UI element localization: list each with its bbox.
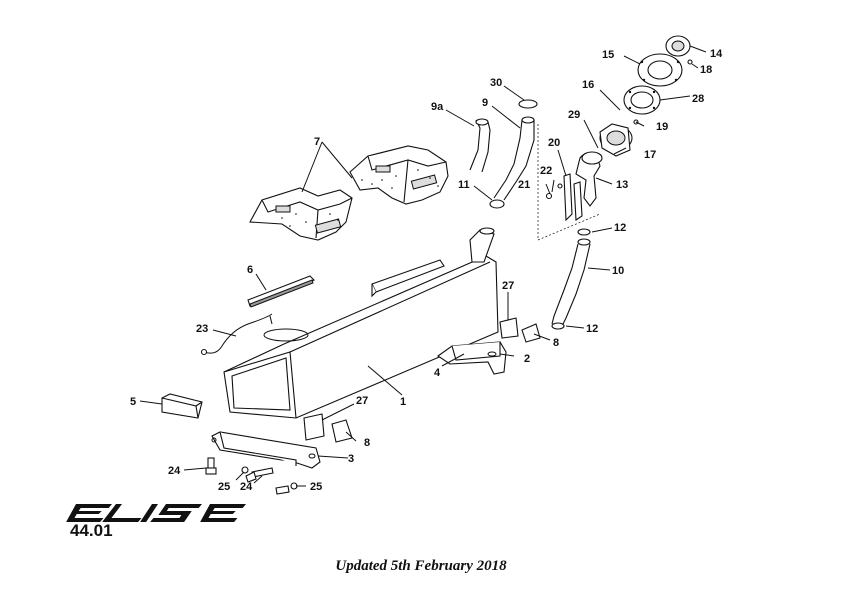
callout-3: 3 [348,453,354,465]
callout-1: 1 [400,396,406,408]
callout-27-front: 27 [356,395,368,407]
page-reference: 44.01 [70,521,113,540]
callout-7: 7 [314,136,320,148]
callout-27-rear: 27 [502,280,514,292]
callout-29: 29 [568,109,580,121]
part-3-front-bracket [211,431,321,469]
elise-logo [66,504,246,522]
callout-6: 6 [247,264,253,276]
callout-30: 30 [490,77,502,89]
callout-labels: 1 2 3 4 5 6 7 8 8 9 9a 10 11 12 12 13 14… [130,48,723,493]
callout-19: 19 [656,121,668,133]
callout-12-upper: 12 [614,222,626,234]
part-5-pad [161,393,203,419]
callout-5: 5 [130,396,136,408]
part-7-foam-blocks [249,145,449,241]
callout-23: 23 [196,323,208,335]
part-23-wire [200,313,273,356]
part-13-20-21-22-filler-neck [537,124,603,241]
callout-25-left: 25 [218,481,230,493]
callout-22: 22 [540,165,552,177]
callout-20: 20 [548,137,560,149]
part-6-strip [247,275,315,308]
callout-18: 18 [700,64,712,76]
callout-9a: 9a [431,101,444,113]
callout-11: 11 [458,179,470,191]
updated-date: Updated 5th February 2018 [335,558,507,574]
part-2-4-tank-support [437,341,507,375]
callout-28: 28 [692,93,704,105]
part-8-27-pads [303,317,541,443]
callout-21: 21 [518,179,530,191]
callout-24-right: 24 [240,481,253,493]
callout-16: 16 [582,79,594,91]
callout-8-front: 8 [364,437,370,449]
part-9-9a-10-hoses [469,99,591,330]
callout-13: 13 [616,179,628,191]
callout-25-right: 25 [310,481,322,493]
callout-10: 10 [612,265,624,277]
callout-24-left: 24 [168,465,181,477]
callout-2: 2 [524,353,530,365]
leader-lines [139,45,707,487]
callout-15: 15 [602,49,614,61]
callout-8-rear: 8 [553,337,559,349]
part-24-25-fasteners [205,457,298,495]
callout-14: 14 [710,48,723,60]
callout-9: 9 [482,97,488,109]
callout-12-lower: 12 [586,323,598,335]
callout-17: 17 [644,149,656,161]
callout-4: 4 [434,367,441,379]
part-1-fuel-tank [223,227,499,419]
part-14-19-filler-flanges [599,35,693,157]
